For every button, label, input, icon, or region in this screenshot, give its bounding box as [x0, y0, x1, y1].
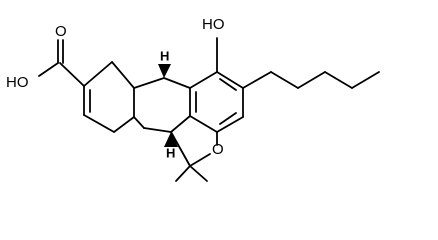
- phenol-label: HO: [202, 16, 225, 33]
- ring-c-bond-1: [189, 71, 218, 89]
- pentyl-bond-5: [351, 71, 380, 89]
- pentyl-bond-4: [324, 71, 353, 89]
- ring-b-bond-6: [133, 116, 145, 129]
- ring-a-bond-6: [83, 61, 113, 87]
- ring-b-bond-1: [133, 77, 165, 89]
- pentyl-bond-3: [297, 71, 326, 89]
- lower-stereo-wedge: [164, 132, 178, 147]
- ring-oxygen-to-quaternary-carbon-bond: [189, 153, 211, 167]
- ring-c-double-bond-inner-2: [219, 112, 237, 125]
- ring-b-bond-2: [163, 77, 191, 89]
- ring-c-double-bond-inner-1: [219, 78, 237, 91]
- upper-stereo-wedge: [158, 64, 171, 78]
- pentyl-bond-2: [270, 71, 299, 89]
- carboxyl-hydroxyl-label: HO: [6, 74, 29, 91]
- ring-c-bond-2: [216, 71, 244, 89]
- methyl-bond-2: [189, 165, 208, 182]
- carboxyl-oxygen-label: O: [55, 23, 67, 40]
- ring-c-bond-5: [189, 115, 218, 133]
- pentyl-bond-1: [242, 71, 272, 89]
- bond-layer: [38, 37, 380, 182]
- ring-oxygen-label: O: [212, 141, 224, 158]
- ring-a-bond-3: [113, 116, 135, 133]
- ring-c-bond-4: [216, 116, 244, 133]
- methyl-bond-1: [175, 165, 191, 182]
- ring-a-bond-5: [111, 61, 135, 89]
- lower-stereo-hydrogen-label: H: [166, 145, 175, 160]
- ring-a-bond-2: [83, 114, 115, 133]
- ring-b-bond-5: [143, 127, 172, 133]
- ring-b-bond-4: [170, 115, 191, 133]
- carboxyl-hydroxyl-bond: [38, 62, 59, 77]
- quaternary-carbon-to-ring-b-bond: [170, 131, 191, 167]
- upper-stereo-hydrogen-label: H: [160, 48, 169, 63]
- carboxyl-carbon-to-ring-bond: [59, 62, 85, 87]
- chemical-structure-diagram: HO O HO O H H: [6, 16, 380, 182]
